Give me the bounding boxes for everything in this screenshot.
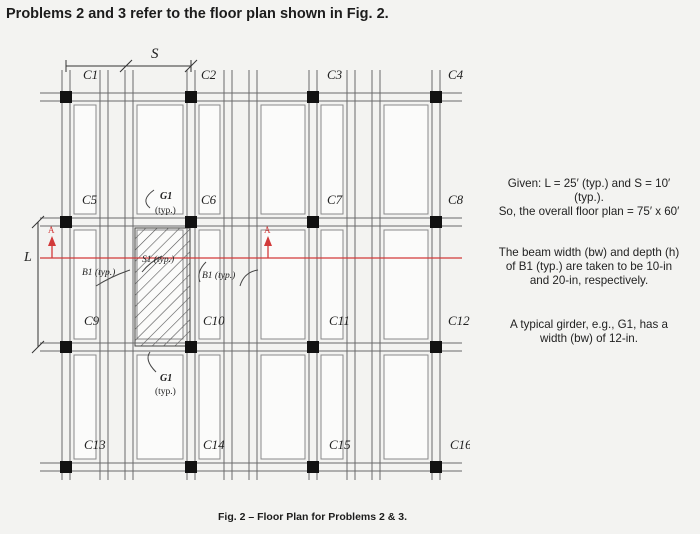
- section-arrow-icon: [264, 236, 272, 246]
- column-square: [430, 216, 442, 228]
- given-note: Given: L = 25′ (typ.) and S = 10′ (typ.)…: [478, 177, 700, 219]
- slab-panels: [73, 104, 429, 460]
- column-square: [60, 341, 72, 353]
- column-label: C8: [448, 192, 464, 207]
- column-square: [430, 461, 442, 473]
- column-square: [430, 91, 442, 103]
- dim-tick: [184, 59, 198, 73]
- slab-panel: [136, 104, 184, 215]
- dim-tick: [119, 59, 133, 73]
- column-label: C5: [82, 192, 98, 207]
- column-square: [185, 216, 197, 228]
- callout-leader: [239, 269, 259, 287]
- dim-tick: [31, 215, 45, 229]
- slab-panel: [260, 104, 306, 215]
- callout-leader: [147, 351, 157, 373]
- beam-line-2: of B1 (typ.) are taken to be 10-in: [505, 260, 673, 273]
- length-label: L: [23, 250, 32, 265]
- slab-panel: [320, 354, 344, 460]
- slab-panel: [198, 354, 221, 460]
- column-square: [307, 91, 319, 103]
- slab-panel: [320, 229, 344, 340]
- column-label: C12: [448, 313, 470, 328]
- callout-g1-top: G1: [160, 191, 172, 202]
- column-square: [307, 461, 319, 473]
- column-square: [185, 341, 197, 353]
- slab-panel: [198, 229, 221, 340]
- given-line-1: Given: L = 25′ (typ.) and S = 10′: [507, 177, 671, 190]
- structural-grid: [40, 70, 462, 480]
- callout-leader: [141, 255, 163, 273]
- section-mark-right: A: [264, 225, 271, 235]
- callout-b1-left: B1 (typ.): [82, 267, 115, 278]
- slab-panel: [383, 104, 429, 215]
- callout-leader: [95, 269, 131, 287]
- slab-panel: [73, 104, 97, 215]
- hatched-slab-panel: [134, 227, 191, 347]
- slab-panel: [383, 229, 429, 340]
- slab-panel: [73, 354, 97, 460]
- column-square: [430, 341, 442, 353]
- column-square: [307, 216, 319, 228]
- spacing-label: S: [151, 46, 159, 62]
- column-label: C2: [201, 67, 217, 82]
- callout-g1-bottom-typ: (typ.): [155, 386, 176, 397]
- girder-line-2: width (bw) of 12-in.: [540, 332, 638, 345]
- column-square: [60, 461, 72, 473]
- callout-b1-mid: B1 (typ.): [202, 270, 235, 281]
- given-line-3: So, the overall floor plan = 75′ x 60′: [498, 205, 680, 218]
- column-square: [185, 91, 197, 103]
- given-line-2: (typ.).: [574, 191, 604, 204]
- callout-g1-bottom: G1: [160, 373, 172, 384]
- beam-line-3: and 20-in, respectively.: [529, 274, 649, 287]
- column-label: C9: [84, 313, 100, 328]
- slab-panel: [320, 104, 344, 215]
- section-arrow-icon: [48, 236, 56, 246]
- callout-leaders: [95, 189, 259, 373]
- slab-panel: [136, 354, 184, 460]
- slab-panel: [73, 229, 97, 340]
- slab-panel: [383, 354, 429, 460]
- column-label: C13: [84, 437, 106, 452]
- slab-panel: [260, 354, 306, 460]
- column-label: C15: [329, 437, 351, 452]
- column-label: C14: [203, 437, 225, 452]
- section-mark-left: A: [48, 225, 55, 235]
- column-label: C1: [83, 67, 98, 82]
- callout-g1-top-typ: (typ.): [155, 205, 176, 216]
- column-square: [185, 461, 197, 473]
- callout-leader: [145, 189, 155, 209]
- beam-note: The beam width (bw) and depth (h) of B1 …: [478, 246, 700, 288]
- dimension-lines: [31, 59, 272, 354]
- column-square: [307, 341, 319, 353]
- column-label: C11: [329, 313, 350, 328]
- column-label: C7: [327, 192, 343, 207]
- dim-tick: [31, 340, 45, 354]
- column-label: C3: [327, 67, 343, 82]
- column-label: C16: [450, 437, 470, 452]
- beam-line-1: The beam width (bw) and depth (h): [498, 246, 680, 259]
- slab-panel: [198, 104, 221, 215]
- column-label: C4: [448, 67, 464, 82]
- column-square: [60, 91, 72, 103]
- figure-caption: Fig. 2 – Floor Plan for Problems 2 & 3.: [218, 511, 408, 523]
- callout-s1: S1 (typ.): [142, 254, 174, 265]
- problem-heading: Problems 2 and 3 refer to the floor plan…: [6, 6, 389, 22]
- column-label: C10: [203, 313, 225, 328]
- girder-note: A typical girder, e.g., G1, has a width …: [478, 318, 700, 346]
- column-markers: [60, 91, 442, 473]
- column-square: [60, 216, 72, 228]
- column-label: C6: [201, 192, 217, 207]
- girder-line-1: A typical girder, e.g., G1, has a: [510, 318, 668, 331]
- callout-leader: [198, 261, 207, 283]
